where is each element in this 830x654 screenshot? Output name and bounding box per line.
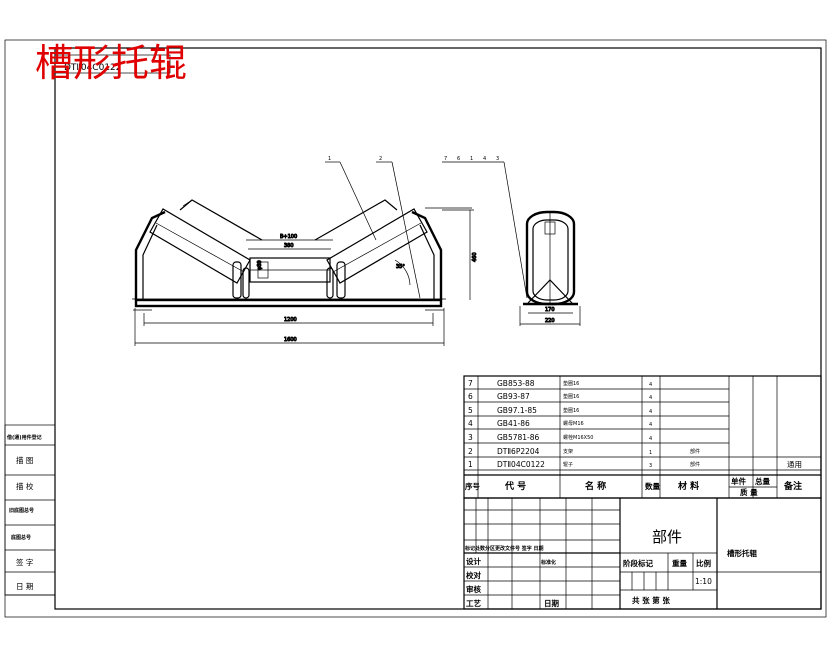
side-balloon-4: 4 bbox=[483, 156, 486, 162]
left-strip-3: 旧底图总号 bbox=[9, 507, 34, 514]
row-4-seq: 4 bbox=[468, 419, 473, 428]
tb-sheets: 共 张 第 张 bbox=[632, 595, 670, 605]
tb-process: 工艺 bbox=[466, 598, 481, 608]
row-1-code: DTⅡ04C0122 bbox=[497, 460, 545, 469]
row-1-seq: 1 bbox=[468, 460, 473, 469]
row-2-name: 支架 bbox=[563, 448, 573, 455]
left-strip-0: 借(通)用件登记 bbox=[6, 434, 42, 441]
row-1-qty: 3 bbox=[649, 463, 652, 469]
dim-inner-height: φ89 bbox=[257, 260, 263, 270]
revision-header: 标记处数分区更改文件号 签字 日期 bbox=[464, 545, 543, 552]
left-strip-6: 日 期 bbox=[16, 582, 33, 591]
tb-part-name: 槽形托辊 bbox=[727, 548, 757, 558]
hdr-material: 材 料 bbox=[677, 480, 699, 492]
tb-stage-mark: 阶段标记 bbox=[623, 558, 653, 568]
dim-overall-length: 1600 bbox=[284, 337, 297, 343]
side-balloon-6: 6 bbox=[457, 156, 460, 162]
dim-side-base: 170 bbox=[545, 307, 555, 313]
tb-part-type: 部件 bbox=[652, 528, 682, 546]
left-strip: 借(通)用件登记 描 图 描 校 旧底图总号 底图总号 签 字 日 期 bbox=[4, 424, 56, 596]
row-6-name: 垫圈16 bbox=[563, 393, 579, 400]
row-4-qty: 4 bbox=[649, 422, 652, 428]
tb-scale-label: 比例 bbox=[696, 558, 711, 568]
left-strip-2: 描 校 bbox=[16, 481, 34, 491]
left-strip-5: 签 字 bbox=[16, 557, 33, 567]
row-1-name: 辊子 bbox=[563, 461, 573, 468]
side-balloon-7: 7 bbox=[444, 156, 447, 162]
code-box: DTⅡ04C0122 bbox=[54, 54, 171, 74]
dim-side-width: 220 bbox=[545, 318, 555, 324]
row-7-name: 垫圈16 bbox=[563, 380, 579, 387]
tb-check: 校对 bbox=[466, 570, 481, 580]
row-3-code: GB5781-86 bbox=[497, 433, 540, 442]
hdr-unit-mass: 单件 bbox=[731, 476, 746, 486]
dim-base-length: 1200 bbox=[284, 317, 297, 323]
hdr-qty: 数量 bbox=[645, 481, 660, 491]
title-block: 标记处数分区更改文件号 签字 日期 设计 标准化 校对 审核 工艺 日期 部件 … bbox=[463, 497, 822, 610]
row-5-code: GB97.1-85 bbox=[497, 406, 537, 415]
tb-scale: 1:10 bbox=[695, 577, 712, 586]
row-4-code: GB41-86 bbox=[497, 419, 530, 428]
row-3-qty: 4 bbox=[649, 436, 652, 442]
outer-border bbox=[4, 39, 827, 618]
dim-center-height: 460 bbox=[472, 252, 478, 262]
row-1-remark: 通用 bbox=[787, 459, 802, 469]
row-2-qty: 1 bbox=[649, 450, 652, 456]
hdr-name: 名 称 bbox=[585, 480, 606, 492]
parts-table: 7 GB853-88 垫圈16 4 6 GB93-87 垫圈16 4 5 GB9… bbox=[463, 375, 822, 499]
stamp-title: 槽形托辊 bbox=[35, 41, 187, 85]
row-5-qty: 4 bbox=[649, 409, 652, 415]
row-6-seq: 6 bbox=[468, 392, 473, 401]
dim-top-width: B+100 bbox=[280, 234, 297, 240]
dim-roll-length: 380 bbox=[284, 243, 294, 249]
row-7-code: GB853-88 bbox=[497, 379, 535, 388]
row-3-seq: 3 bbox=[468, 433, 473, 442]
side-balloon-3: 3 bbox=[496, 156, 499, 162]
tb-standardize: 标准化 bbox=[540, 559, 556, 566]
row-5-seq: 5 bbox=[468, 406, 473, 415]
row-6-qty: 4 bbox=[649, 395, 652, 401]
hdr-mass: 质 量 bbox=[740, 487, 758, 497]
hdr-total-mass: 总量 bbox=[755, 476, 770, 486]
left-strip-4: 底图总号 bbox=[10, 534, 31, 541]
row-2-code: DTⅡ6P2204 bbox=[497, 447, 540, 456]
tb-review: 审核 bbox=[466, 584, 481, 594]
row-2-seq: 2 bbox=[468, 447, 473, 456]
dim-angle: 35° bbox=[396, 264, 405, 270]
hdr-code: 代 号 bbox=[504, 480, 526, 492]
inner-border bbox=[54, 47, 822, 610]
tb-design: 设计 bbox=[466, 556, 481, 566]
row-6-code: GB93-87 bbox=[497, 392, 530, 401]
row-4-name: 螺母M16 bbox=[563, 420, 584, 427]
side-balloon-1: 1 bbox=[470, 156, 473, 162]
balloon-2: 2 bbox=[379, 156, 382, 162]
hdr-remark: 备注 bbox=[783, 480, 802, 492]
row-5-name: 垫圈16 bbox=[563, 407, 579, 414]
hdr-seq: 序号 bbox=[465, 481, 480, 491]
drawing-code-top: DTⅡ04C0122 bbox=[64, 63, 122, 73]
row-3-name: 螺栓M16X50 bbox=[563, 434, 593, 441]
row-2-material: 部件 bbox=[690, 448, 700, 455]
left-strip-1: 描 图 bbox=[16, 455, 33, 465]
row-7-qty: 4 bbox=[649, 382, 652, 388]
tb-weight: 重量 bbox=[672, 558, 687, 568]
row-1-material: 部件 bbox=[690, 461, 700, 468]
side-view: 170 220 bbox=[442, 161, 581, 326]
tb-date: 日期 bbox=[544, 598, 559, 608]
row-7-seq: 7 bbox=[468, 379, 473, 388]
balloon-1: 1 bbox=[328, 156, 331, 162]
front-view: φ89 B+100 380 35° 460 1200 1600 bbox=[132, 161, 479, 346]
